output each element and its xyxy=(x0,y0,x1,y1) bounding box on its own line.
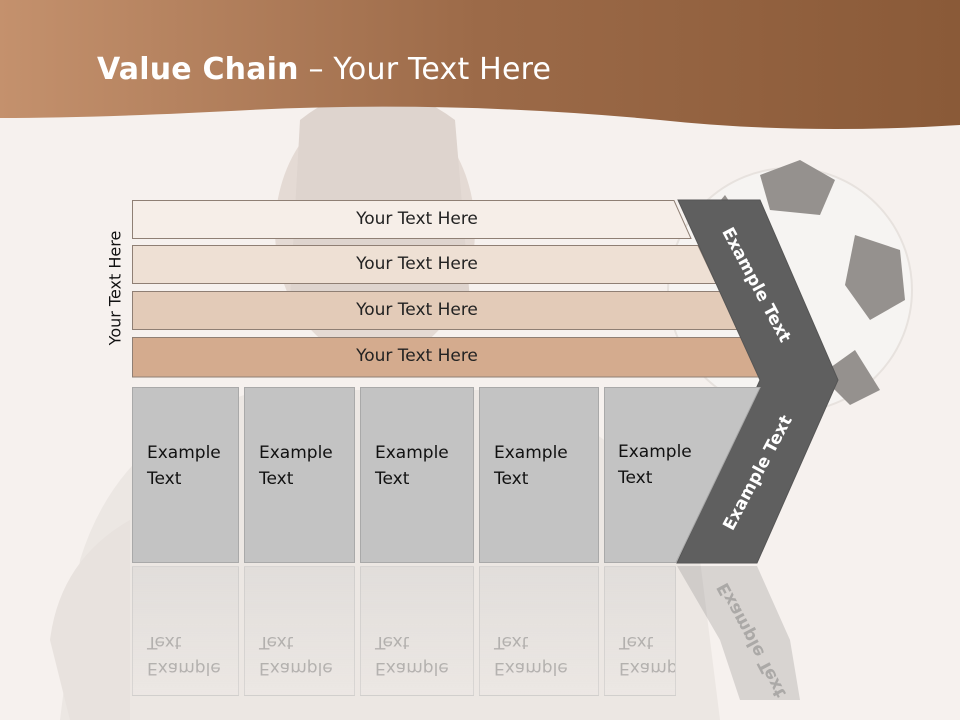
activity-box-1-label: Example Text xyxy=(147,443,221,489)
value-band-1-shape xyxy=(132,200,692,239)
activity-box-2[interactable]: Example Text xyxy=(244,387,355,563)
activity-box-1[interactable]: Example Text xyxy=(132,387,239,563)
activity-box-4[interactable]: Example Text xyxy=(479,387,599,563)
slide-title-bold: Value Chain xyxy=(97,52,299,87)
value-band-1[interactable]: Your Text Here xyxy=(132,200,692,239)
chevron-shape xyxy=(676,199,839,564)
activity-box-5-reflection-label: Example Text xyxy=(619,632,676,678)
activity-box-3-reflection: Example Text xyxy=(360,566,474,696)
activity-box-2-label: Example Text xyxy=(259,443,333,489)
activity-box-4-reflection-label: Example Text xyxy=(494,632,568,678)
value-band-1-label: Your Text Here xyxy=(356,209,478,229)
activity-box-5-shape xyxy=(604,387,761,563)
activity-box-1-reflection-label: Example Text xyxy=(147,632,221,678)
activity-box-3-label: Example Text xyxy=(375,443,449,489)
value-band-4[interactable]: Your Text Here xyxy=(132,337,764,378)
slide-title: Value Chain – Your Text Here xyxy=(97,52,551,87)
slide-title-rest: – Your Text Here xyxy=(298,52,552,87)
value-band-2-label: Your Text Here xyxy=(356,254,478,274)
activity-box-1-reflection: Example Text xyxy=(132,566,239,696)
value-band-2[interactable]: Your Text Here xyxy=(132,245,717,284)
activity-box-5[interactable]: Example Text xyxy=(604,387,764,563)
value-band-3[interactable]: Your Text Here xyxy=(132,291,740,330)
header-band xyxy=(0,0,960,129)
activity-box-2-reflection-label: Example Text xyxy=(259,632,333,678)
activity-box-4-reflection: Example Text xyxy=(479,566,599,696)
value-band-3-label: Your Text Here xyxy=(356,300,478,320)
activity-box-5-reflection: Example Text xyxy=(604,566,676,696)
chevron-reflection xyxy=(677,566,800,700)
activity-box-2-reflection: Example Text xyxy=(244,566,355,696)
activity-box-3-reflection-label: Example Text xyxy=(375,632,449,678)
activity-box-5-label: Example Text xyxy=(618,442,692,488)
activity-box-3[interactable]: Example Text xyxy=(360,387,474,563)
activity-box-4-label: Example Text xyxy=(494,443,568,489)
value-band-4-label: Your Text Here xyxy=(356,346,478,366)
